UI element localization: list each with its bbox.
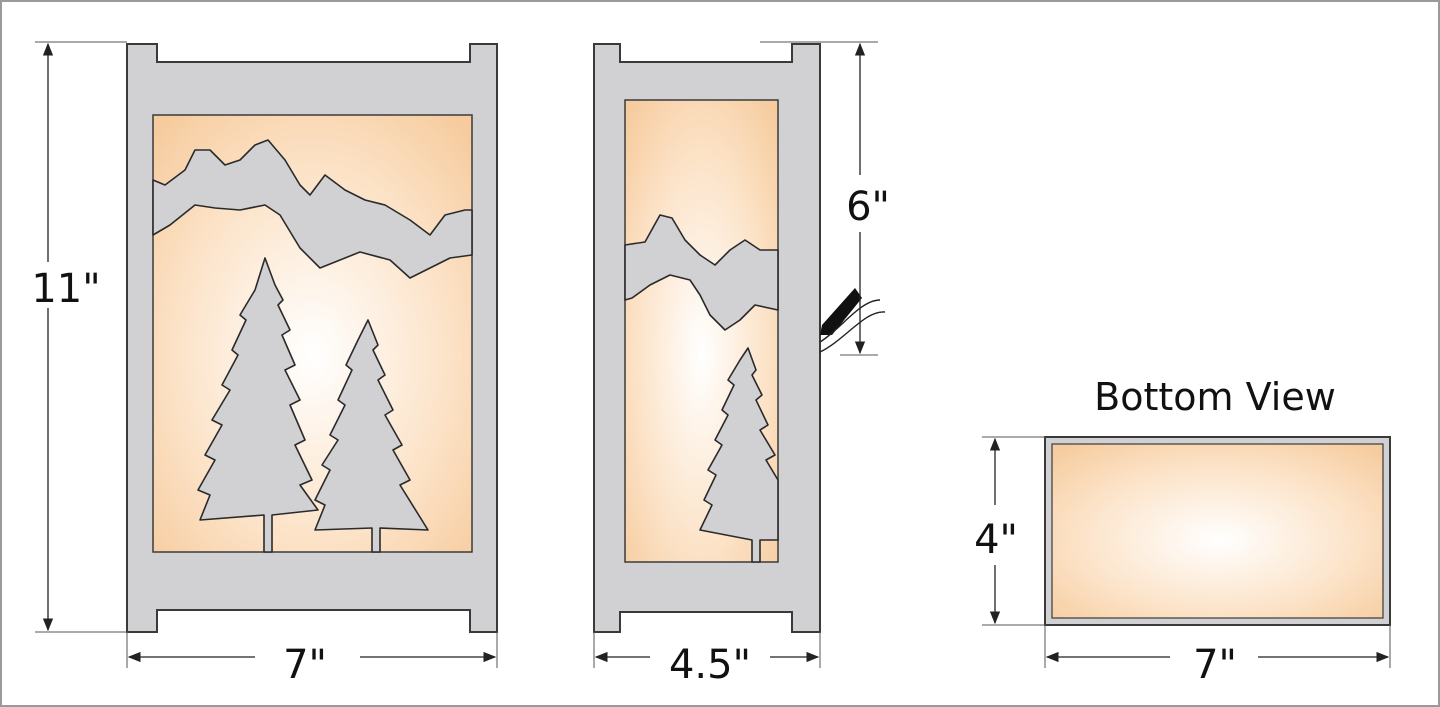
front-width-label: 7" [283,642,327,688]
front-view [126,43,498,633]
front-tree-large [197,257,319,553]
bottom-depth-label: 4" [974,517,1018,563]
side-glass-panel [624,99,779,563]
power-cord [820,288,862,335]
bottom-width-label: 7" [1193,642,1237,688]
bottom-view-title: Bottom View [1094,375,1336,419]
side-depth-label: 4.5" [669,642,751,688]
side-tree [699,347,779,563]
front-mountain-silhouette [152,139,473,279]
front-height-label: 11" [31,266,100,312]
front-tree-small [314,319,429,553]
wires [819,299,886,353]
side-mountain-silhouette [624,214,779,331]
side-height-label: 6" [846,184,890,230]
bottom-glass-panel [1051,443,1384,619]
side-view [593,43,886,633]
